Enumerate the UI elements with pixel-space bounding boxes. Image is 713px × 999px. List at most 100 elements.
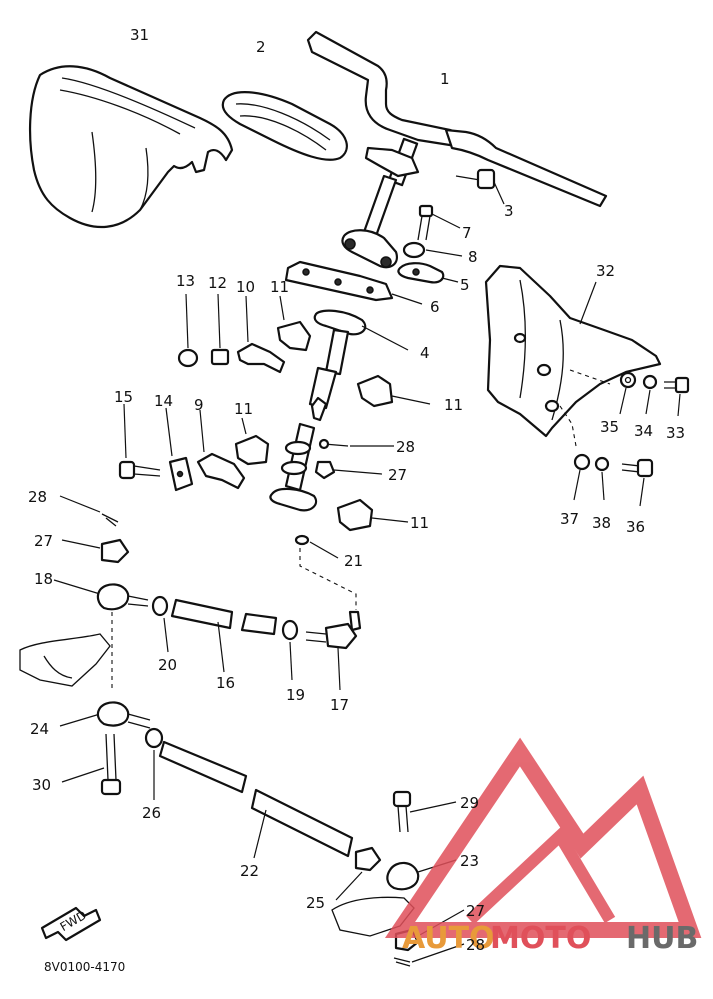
label-20: 20 bbox=[158, 656, 177, 674]
label-14: 14 bbox=[154, 392, 173, 410]
label-7: 7 bbox=[462, 224, 472, 242]
label-17: 17 bbox=[330, 696, 349, 714]
fwd-arrow-icon: FWD bbox=[40, 906, 102, 942]
label-10: 10 bbox=[236, 278, 255, 296]
part-38-washer bbox=[594, 456, 610, 501]
label-15: 15 bbox=[114, 388, 133, 406]
part-7-bolt bbox=[417, 204, 461, 241]
label-18: 18 bbox=[34, 570, 53, 588]
watermark-text: AUTO MOTO HUB bbox=[402, 921, 698, 956]
part-37-washer bbox=[573, 453, 591, 501]
label-12: 12 bbox=[208, 274, 227, 292]
watermark-text-auto: AUTO bbox=[402, 921, 495, 956]
label-16: 16 bbox=[216, 674, 235, 692]
label-29: 29 bbox=[460, 794, 479, 812]
label-32: 32 bbox=[596, 262, 615, 280]
label-11-a: 11 bbox=[270, 278, 289, 296]
label-25: 25 bbox=[306, 894, 325, 912]
part-11-bushing-b bbox=[356, 374, 431, 408]
label-11-d: 11 bbox=[410, 514, 429, 532]
label-35: 35 bbox=[600, 418, 619, 436]
part-2-handlebar-pad bbox=[221, 91, 348, 161]
part-1-handlebar bbox=[306, 30, 608, 269]
part-35-washer bbox=[619, 371, 637, 415]
bracket-right bbox=[331, 896, 415, 937]
part-24-tie-rod-end bbox=[59, 701, 151, 729]
part-6-holder bbox=[284, 260, 423, 305]
part-31-handlebar-cover bbox=[28, 65, 234, 229]
part-28-cotter-pin-b bbox=[59, 495, 119, 527]
label-11-c: 11 bbox=[234, 400, 253, 418]
part-3-bolt bbox=[455, 168, 505, 205]
part-25-nut bbox=[335, 846, 382, 901]
label-28-b: 28 bbox=[28, 488, 47, 506]
label-27-c: 27 bbox=[466, 902, 485, 920]
label-37: 37 bbox=[560, 510, 579, 528]
part-16-rod-b bbox=[240, 612, 278, 636]
label-11-b: 11 bbox=[444, 396, 463, 414]
label-36: 36 bbox=[626, 518, 645, 536]
part-29-bolt bbox=[392, 790, 457, 833]
part-33-bolt bbox=[664, 376, 690, 417]
part-11-bushing-d bbox=[336, 498, 409, 532]
label-33: 33 bbox=[666, 424, 685, 442]
label-34: 34 bbox=[634, 422, 653, 440]
part-12-nut bbox=[210, 293, 230, 366]
label-6: 6 bbox=[430, 298, 440, 316]
label-22: 22 bbox=[240, 862, 259, 880]
part-11-bushing-a bbox=[276, 295, 312, 352]
label-4: 4 bbox=[420, 344, 430, 362]
part-10-bracket bbox=[236, 295, 286, 374]
label-28-c: 28 bbox=[466, 936, 485, 954]
part-20-nut bbox=[151, 595, 169, 653]
part-28-cotter-pin-a bbox=[318, 438, 394, 450]
label-5: 5 bbox=[460, 276, 470, 294]
watermark-text-moto: MOTO bbox=[490, 921, 591, 956]
label-24: 24 bbox=[30, 720, 49, 738]
part-9-bracket bbox=[196, 409, 246, 490]
diagram-code: 8V0100-4170 bbox=[44, 960, 125, 974]
part-34-washer bbox=[642, 374, 658, 415]
label-19: 19 bbox=[286, 686, 305, 704]
watermark-text-hub: HUB bbox=[626, 921, 698, 956]
label-8: 8 bbox=[468, 248, 478, 266]
part-36-bolt bbox=[621, 458, 654, 507]
part-18-tie-rod-end bbox=[53, 579, 149, 688]
part-27-nut-a bbox=[314, 460, 383, 480]
part-22-tie-rod bbox=[158, 740, 354, 859]
label-13: 13 bbox=[176, 272, 195, 290]
part-19-washer bbox=[281, 619, 299, 681]
part-26-nut bbox=[144, 727, 164, 800]
part-32-side-cover bbox=[484, 264, 662, 447]
label-27-a: 27 bbox=[388, 466, 407, 484]
part-11-bushing-c bbox=[234, 417, 270, 466]
label-1: 1 bbox=[440, 70, 450, 88]
part-15-bolt bbox=[118, 403, 161, 480]
watermark-logo bbox=[384, 737, 702, 938]
callout-labels: 31 2 1 3 7 8 5 6 4 32 13 12 10 11 11 15 … bbox=[28, 26, 685, 954]
label-38: 38 bbox=[592, 514, 611, 532]
part-16-rod-boot bbox=[170, 598, 234, 673]
part-27-nut-b bbox=[61, 538, 130, 564]
label-26: 26 bbox=[142, 804, 161, 822]
bracket-left bbox=[19, 633, 111, 687]
part-30-bolt bbox=[61, 733, 122, 796]
label-31: 31 bbox=[130, 26, 149, 44]
part-4-steering-column bbox=[269, 309, 409, 512]
part-17-joint bbox=[305, 610, 362, 691]
label-3: 3 bbox=[504, 202, 514, 220]
label-30: 30 bbox=[32, 776, 51, 794]
part-8-nut bbox=[402, 241, 463, 259]
label-28-a: 28 bbox=[396, 438, 415, 456]
label-21: 21 bbox=[344, 552, 363, 570]
part-28-cotter-pin-c bbox=[393, 943, 465, 967]
label-9: 9 bbox=[194, 396, 204, 414]
part-21-collar bbox=[294, 534, 357, 610]
label-2: 2 bbox=[256, 38, 266, 56]
part-14-plate bbox=[165, 407, 194, 492]
part-5-clamp bbox=[397, 262, 459, 284]
label-23: 23 bbox=[460, 852, 479, 870]
part-13-collar bbox=[177, 293, 199, 368]
